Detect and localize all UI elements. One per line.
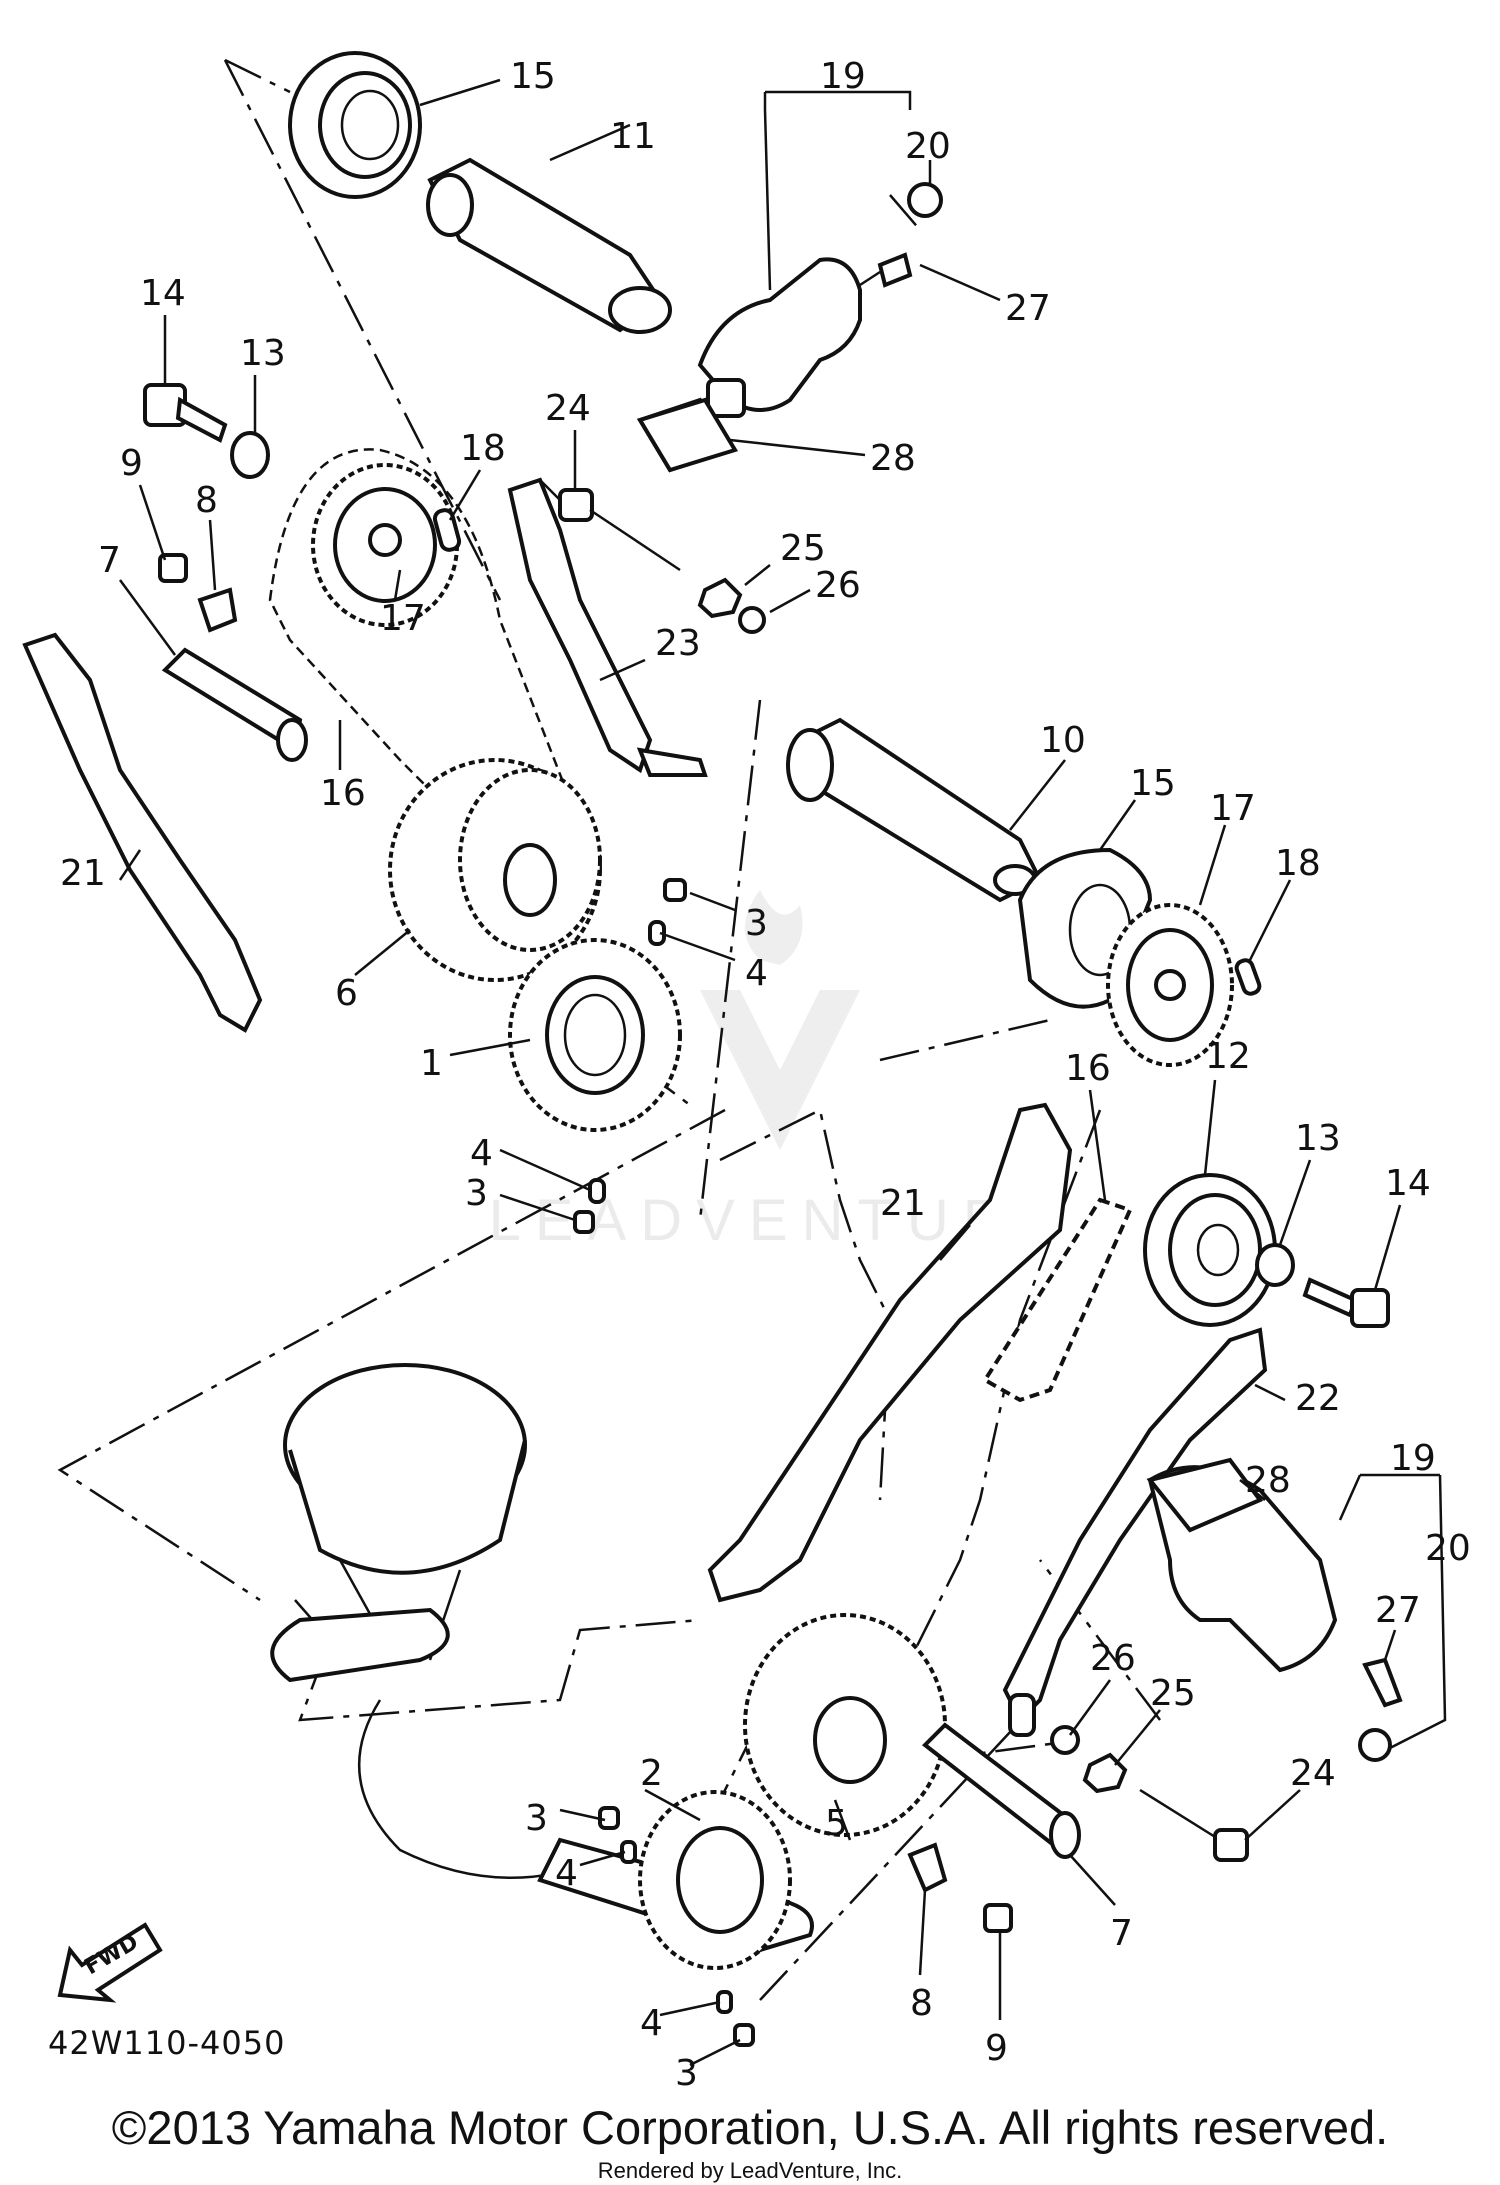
callout-20-lower: 20: [1425, 1528, 1471, 1569]
callout-labels: 15 11 19 20 27 14 13 28 9 8 7 18 24 17 2…: [60, 56, 1471, 2094]
guide-21-upper: [22, 632, 263, 1033]
spring-3-a: [663, 878, 687, 902]
callout-20-upper: 20: [905, 126, 951, 167]
bearing-15-upper: [288, 51, 422, 199]
callout-3-a: 3: [745, 903, 768, 944]
bolt-24-lower: [1139, 1788, 1249, 1862]
washer-26-upper: [738, 606, 766, 634]
callout-17-upper: 17: [380, 598, 426, 639]
callout-4-c: 4: [555, 1853, 578, 1894]
callout-15-upper: 15: [510, 56, 556, 97]
callout-15-lower: 15: [1130, 763, 1176, 804]
callout-14-lower: 14: [1385, 1163, 1431, 1204]
callout-2: 2: [640, 1753, 663, 1794]
rendered-by-notice: Rendered by LeadVenture, Inc.: [597, 2158, 903, 2183]
callout-leader-lines: [118, 78, 1447, 2067]
callout-27-upper: 27: [1005, 288, 1051, 329]
guide-21-lower: [707, 1102, 1073, 1603]
gasket-28-upper: [636, 397, 739, 473]
callout-10: 10: [1040, 720, 1086, 761]
bolt-9-upper: [158, 553, 188, 583]
spring-3-c: [598, 1806, 620, 1830]
callout-21-lower: 21: [880, 1183, 926, 1224]
callout-18-upper: 18: [460, 428, 506, 469]
callout-12: 12: [1205, 1036, 1251, 1077]
pin-4-a: [648, 920, 666, 946]
sprocket-17-upper: [311, 463, 459, 627]
callout-3-d: 3: [675, 2053, 698, 2094]
washer-13-upper: [230, 431, 270, 479]
plate-8-upper: [197, 587, 238, 633]
cam-chain-16-lower: [982, 1197, 1133, 1403]
fwd-direction-arrow: FWD: [57, 1922, 163, 2003]
callout-4-b: 4: [470, 1133, 493, 1174]
shaft-7-lower: [921, 1722, 1081, 1859]
callout-1: 1: [420, 1043, 443, 1084]
callout-8-upper: 8: [195, 480, 218, 521]
callout-28-lower: 28: [1245, 1460, 1291, 1501]
callout-24-upper: 24: [545, 388, 591, 429]
callout-24-lower: 24: [1290, 1753, 1336, 1794]
callout-13-upper: 13: [240, 333, 286, 374]
sprocket-17-lower: [1106, 903, 1234, 1067]
gear-5: [743, 1613, 947, 1837]
callout-26-upper: 26: [815, 565, 861, 606]
callout-7-upper: 7: [98, 540, 121, 581]
camshaft-11: [426, 157, 672, 334]
callout-6: 6: [335, 973, 358, 1014]
cam-chain-tensioner-lower: [1146, 1457, 1403, 1762]
camshaft-10: [786, 717, 1043, 903]
callout-25-upper: 25: [780, 528, 826, 569]
callout-3-b: 3: [465, 1173, 488, 1214]
guide-23: [507, 477, 708, 777]
callout-16-upper: 16: [320, 773, 366, 814]
bearing-12: [1143, 1173, 1277, 1327]
spring-3-b: [573, 1210, 595, 1234]
callout-7-lower: 7: [1110, 1913, 1133, 1954]
dowel-pin-18-upper: [432, 508, 462, 552]
callout-19-lower: 19: [1390, 1438, 1436, 1479]
callout-4-a: 4: [745, 953, 768, 994]
callout-16-lower: 16: [1065, 1048, 1111, 1089]
callout-23: 23: [655, 623, 701, 664]
callout-9-upper: 9: [120, 443, 143, 484]
callout-11: 11: [610, 116, 656, 157]
plate-8-lower: [907, 1842, 948, 1893]
callout-13-lower: 13: [1295, 1118, 1341, 1159]
diagram-reference-code: 42W110-4050: [48, 2024, 286, 2062]
washer-13-lower: [1255, 1243, 1295, 1287]
callout-9-lower: 9: [985, 2028, 1008, 2069]
gear-6: [388, 758, 602, 982]
bolt-14-upper: [143, 383, 228, 443]
bolt-24-upper: [558, 488, 681, 572]
guide-22: [1002, 1327, 1268, 1737]
gear-2: [638, 1790, 792, 1970]
callout-14-upper: 14: [140, 273, 186, 314]
pin-4-b: [588, 1178, 606, 1204]
callout-26-lower: 26: [1090, 1638, 1136, 1679]
gear-1: [508, 938, 682, 1132]
callout-22: 22: [1295, 1378, 1341, 1419]
nut-25-upper: [697, 577, 743, 619]
shaft-7-upper: [161, 647, 308, 762]
bolt-9-lower: [983, 1903, 1013, 1933]
callout-5: 5: [825, 1803, 848, 1844]
callout-28-upper: 28: [870, 438, 916, 479]
dowel-pin-18-lower: [1234, 958, 1262, 996]
callout-27-lower: 27: [1375, 1590, 1421, 1631]
callout-19-upper: 19: [820, 56, 866, 97]
copyright-notice: ©2013 Yamaha Motor Corporation, U.S.A. A…: [111, 2101, 1389, 2154]
callout-25-lower: 25: [1150, 1673, 1196, 1714]
bolt-14-lower: [1302, 1277, 1390, 1328]
callout-18-lower: 18: [1275, 843, 1321, 884]
callout-17-lower: 17: [1210, 788, 1256, 829]
callout-8-lower: 8: [910, 1983, 933, 2024]
callout-4-d: 4: [640, 2003, 663, 2044]
callout-21-upper: 21: [60, 853, 106, 894]
callout-3-c: 3: [525, 1798, 548, 1839]
